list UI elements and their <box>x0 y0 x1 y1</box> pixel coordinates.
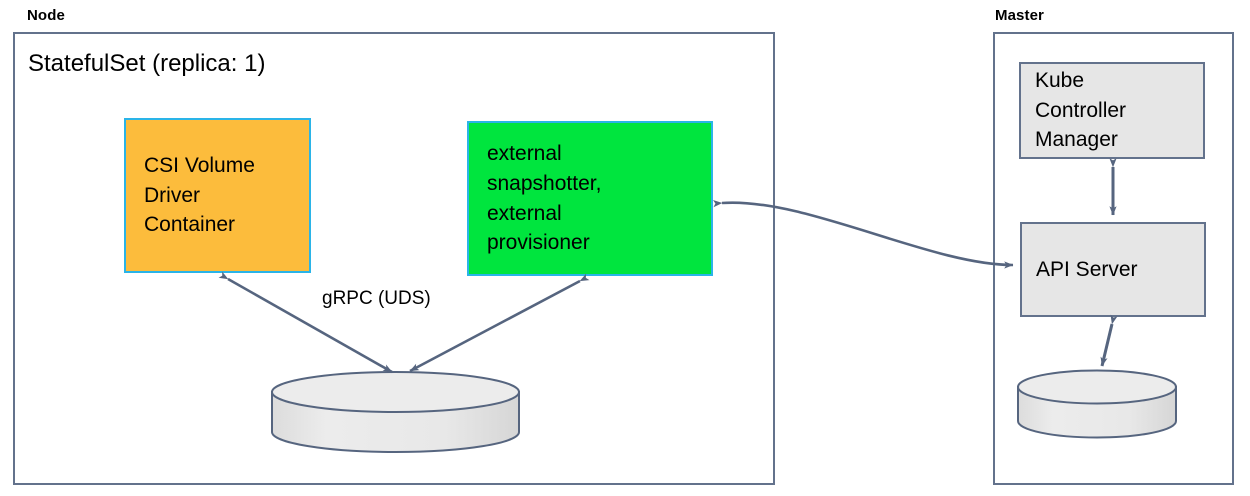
datastore-etcd[interactable]: etcd <box>1018 371 1176 439</box>
api-server-line-1: API Server <box>1036 257 1138 281</box>
grpc-uds-edge-label: gRPC (UDS) <box>322 288 431 309</box>
node-zone-label: Node <box>27 7 65 24</box>
etcd-label: etcd <box>1042 400 1078 421</box>
process-api-server[interactable]: API Server <box>1020 222 1206 317</box>
csi-line-3: Container <box>144 213 236 237</box>
master-zone-label: Master <box>995 7 1044 24</box>
ext-line-1: external <box>487 141 562 165</box>
statefulset-title: StatefulSet (replica: 1) <box>28 50 266 77</box>
emptydir-volume-label: EmptyDir Volume <box>322 409 469 430</box>
process-external-snapshotter-provisioner[interactable]: external snapshotter, external provision… <box>467 121 713 276</box>
process-kube-controller-manager[interactable]: Kube Controller Manager <box>1019 62 1205 159</box>
volume-emptydir[interactable]: EmptyDir Volume <box>272 374 519 452</box>
kcm-line-3: Manager <box>1035 128 1118 152</box>
kcm-line-2: Controller <box>1035 98 1127 122</box>
kcm-line-1: Kube <box>1035 68 1085 92</box>
process-csi-volume-driver-container[interactable]: CSI Volume Driver Container <box>124 118 311 273</box>
ext-line-2: snapshotter, <box>487 171 602 195</box>
csi-line-1: CSI Volume <box>144 153 255 177</box>
csi-line-2: Driver <box>144 183 200 207</box>
ext-line-4: provisioner <box>487 231 590 255</box>
ext-line-3: external <box>487 201 562 225</box>
